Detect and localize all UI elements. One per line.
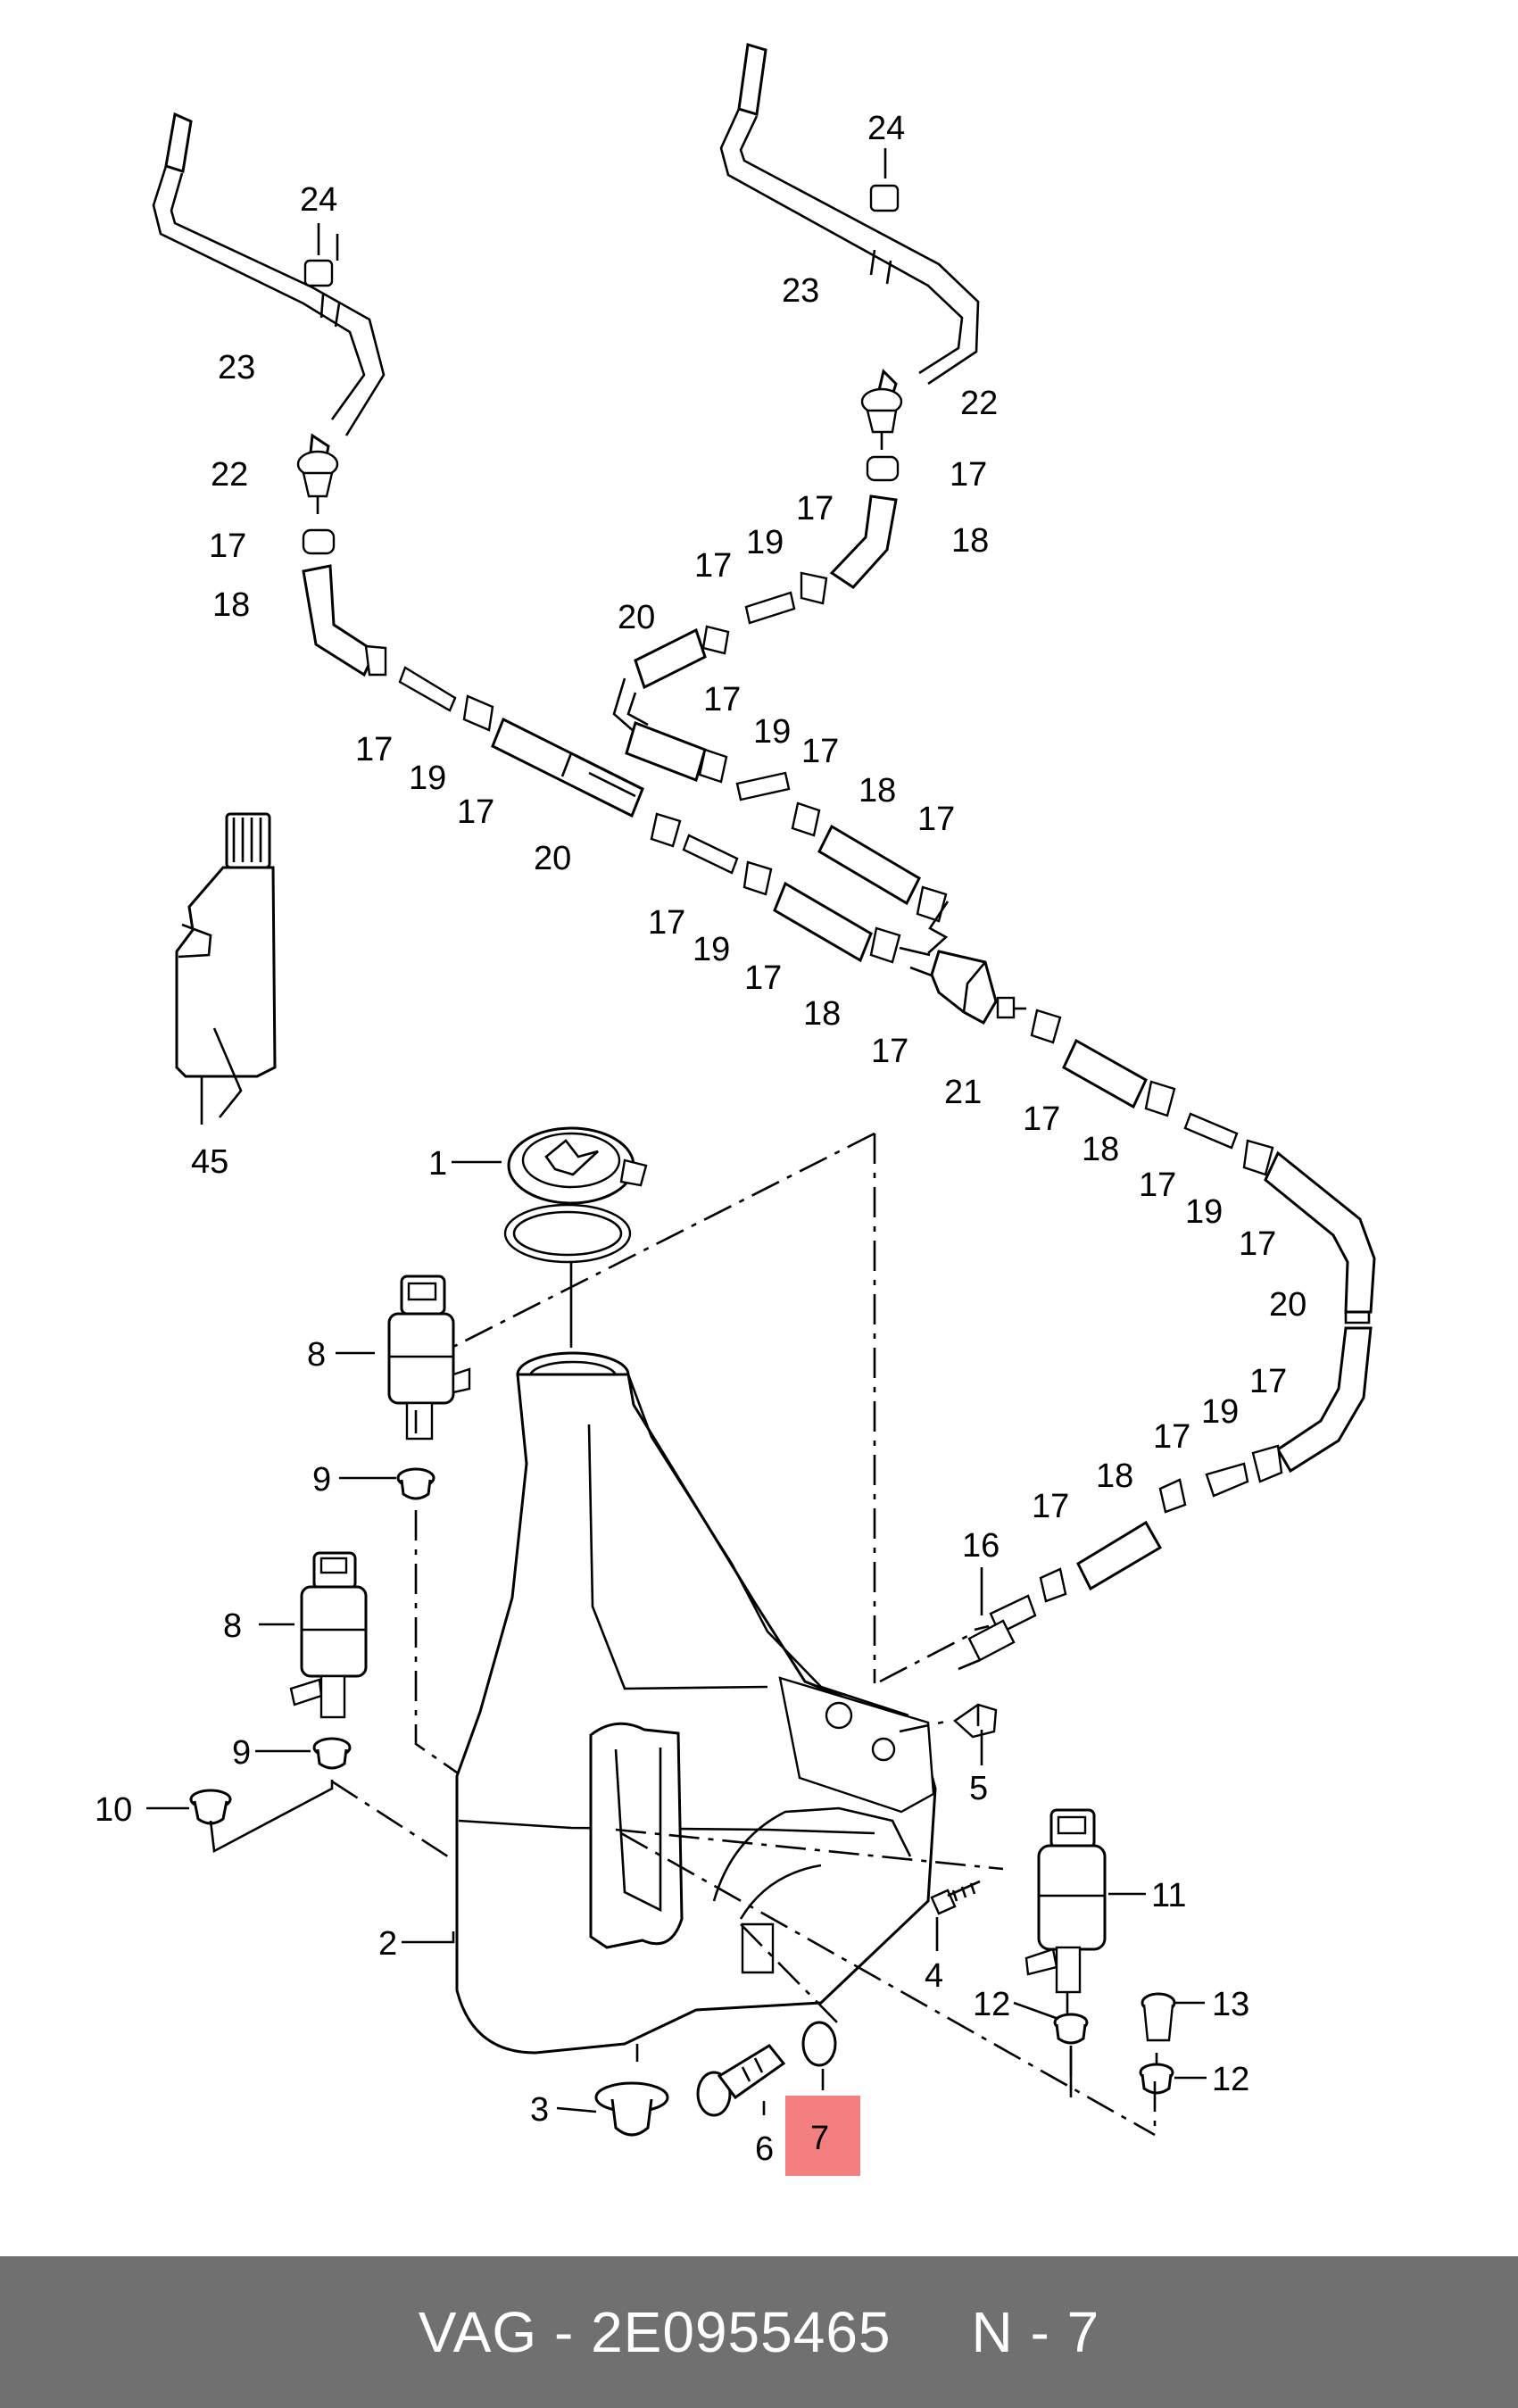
callout-19-a: 19 bbox=[409, 760, 446, 797]
grommet-12-upper bbox=[1053, 2013, 1089, 2045]
callout-17-q: 17 bbox=[1153, 1418, 1190, 1456]
callout-18-b: 18 bbox=[951, 522, 989, 560]
callout-18-e: 18 bbox=[1082, 1131, 1119, 1168]
callout-17-g: 17 bbox=[703, 681, 741, 718]
left-hose-clamp-24 bbox=[303, 259, 334, 287]
parts-diagram: 1 2 3 4 5 6 7 8 8 9 9 10 11 12 12 13 16 … bbox=[95, 43, 1376, 2176]
middle-hose-lines bbox=[650, 748, 1376, 1635]
grommet-10 bbox=[189, 1789, 232, 1825]
callout-17-a: 17 bbox=[209, 527, 246, 565]
callout-16: 16 bbox=[962, 1527, 1000, 1565]
callout-20-a: 20 bbox=[534, 840, 571, 877]
callout-18-d: 18 bbox=[803, 995, 841, 1033]
footer-part-number: VAG - 2E0955465 bbox=[418, 2300, 892, 2364]
callout-7: 7 bbox=[810, 2120, 829, 2157]
callout-17-c: 17 bbox=[796, 490, 834, 527]
callout-18-c: 18 bbox=[859, 772, 896, 810]
reservoir-tank bbox=[455, 1351, 937, 2062]
callout-17-p: 17 bbox=[1249, 1363, 1287, 1400]
callout-24-right: 24 bbox=[867, 110, 905, 147]
callout-3: 3 bbox=[530, 2091, 549, 2129]
callout-17-j: 17 bbox=[648, 904, 685, 942]
callout-19-f: 19 bbox=[1201, 1393, 1239, 1431]
callout-18-f: 18 bbox=[1096, 1457, 1133, 1495]
right-hose-assembly bbox=[612, 43, 980, 782]
leader-lines bbox=[209, 1027, 1073, 2097]
grommet-3 bbox=[594, 2081, 669, 2137]
callout-22-left: 22 bbox=[211, 456, 248, 494]
callout-9-upper: 9 bbox=[312, 1461, 331, 1499]
callout-12-upper: 12 bbox=[973, 1986, 1010, 2023]
sealing-ring-7 bbox=[801, 2021, 837, 2067]
callout-23-right: 23 bbox=[782, 272, 819, 310]
right-hose-clamp-24 bbox=[869, 184, 900, 212]
level-sender-6 bbox=[696, 2044, 786, 2117]
callout-17-h: 17 bbox=[801, 733, 839, 770]
callout-17-m: 17 bbox=[1023, 1100, 1060, 1138]
holder-5 bbox=[953, 1703, 998, 1739]
callout-17-o: 17 bbox=[1239, 1225, 1276, 1263]
callout-19-e: 19 bbox=[1185, 1193, 1223, 1231]
grommet-12-lower bbox=[1139, 2063, 1174, 2095]
footer-position: N - 7 bbox=[971, 2300, 1100, 2364]
callout-24-left: 24 bbox=[300, 181, 337, 219]
reservoir-cap bbox=[503, 1126, 648, 1348]
fluid-bottle bbox=[175, 812, 277, 1125]
washer-pump-11 bbox=[1024, 1808, 1107, 1994]
screw-4 bbox=[930, 1880, 981, 1915]
callout-13: 13 bbox=[1212, 1986, 1249, 2023]
callout-19-d: 19 bbox=[693, 931, 730, 968]
callout-6: 6 bbox=[755, 2130, 774, 2168]
callout-8-lower: 8 bbox=[223, 1607, 242, 1645]
callout-10: 10 bbox=[95, 1791, 132, 1829]
callout-17-f: 17 bbox=[457, 793, 494, 831]
callout-21: 21 bbox=[944, 1074, 982, 1111]
washer-pump-lower bbox=[289, 1551, 368, 1770]
left-hose-assembly bbox=[152, 112, 644, 818]
plug-13 bbox=[1141, 1992, 1176, 2042]
callout-22-right: 22 bbox=[960, 385, 998, 422]
callout-11: 11 bbox=[1151, 1877, 1186, 1914]
washer-pump-upper bbox=[387, 1275, 471, 1500]
callout-4: 4 bbox=[925, 1957, 943, 1995]
callout-12-lower: 12 bbox=[1212, 2061, 1249, 2098]
callout-18-a: 18 bbox=[212, 586, 250, 624]
callout-17-n: 17 bbox=[1139, 1167, 1176, 1204]
connector-16 bbox=[958, 1619, 1016, 1671]
callout-17-d: 17 bbox=[694, 547, 732, 585]
callout-20-b: 20 bbox=[618, 599, 655, 636]
callout-8-upper: 8 bbox=[307, 1336, 326, 1374]
callout-20-c: 20 bbox=[1269, 1286, 1306, 1324]
callout-19-c: 19 bbox=[753, 713, 791, 751]
callout-17-b: 17 bbox=[950, 456, 987, 494]
callout-19-b: 19 bbox=[746, 524, 784, 561]
callout-17-l: 17 bbox=[871, 1033, 908, 1070]
callout-17-e: 17 bbox=[355, 731, 393, 768]
callout-17-k: 17 bbox=[744, 959, 782, 997]
highlight-box-7 bbox=[785, 2096, 860, 2176]
callout-5: 5 bbox=[969, 1770, 988, 1807]
callout-1: 1 bbox=[428, 1145, 447, 1183]
callout-45: 45 bbox=[191, 1143, 228, 1181]
part-number-footer: VAG - 2E0955465 N - 7 bbox=[0, 2256, 1518, 2408]
callout-23-left: 23 bbox=[218, 349, 255, 386]
callout-17-i: 17 bbox=[917, 801, 955, 838]
callout-leaders bbox=[146, 234, 1207, 2115]
callout-17-r: 17 bbox=[1032, 1488, 1069, 1525]
callout-2: 2 bbox=[378, 1925, 397, 1963]
callout-9-lower: 9 bbox=[232, 1734, 251, 1772]
